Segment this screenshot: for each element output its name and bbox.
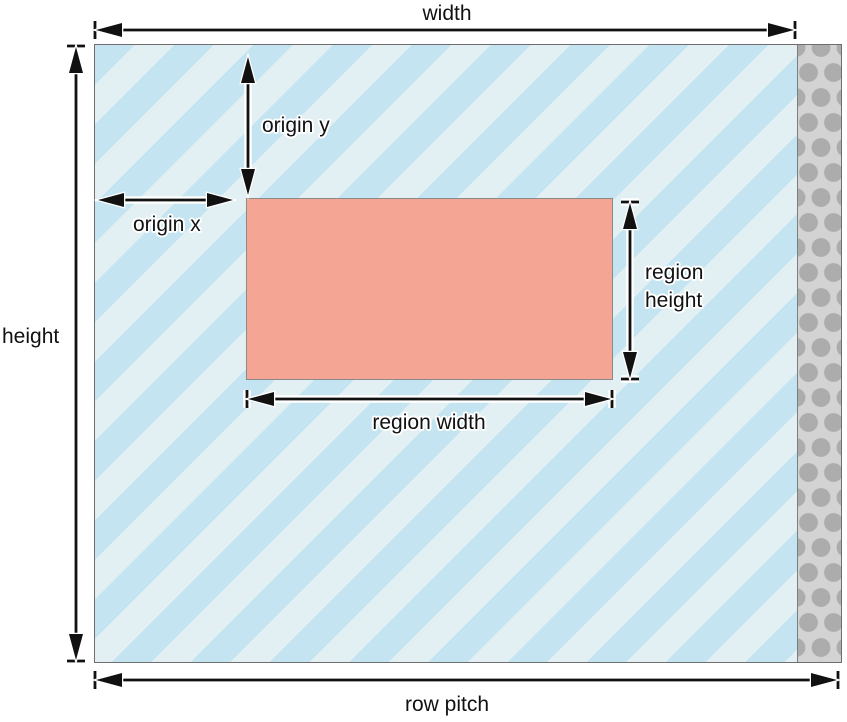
origin-y-dimension-arrow xyxy=(239,51,257,201)
region-rect xyxy=(246,198,613,380)
origin-x-dimension-arrow xyxy=(92,191,239,209)
height-dimension-arrow xyxy=(67,41,85,666)
region-height-label: region height xyxy=(645,261,704,312)
region-width-label: region width xyxy=(372,411,486,434)
region-height-dimension-arrow xyxy=(621,197,639,384)
height-label: height xyxy=(2,325,60,348)
row-pitch-dimension-arrow xyxy=(90,671,843,689)
region-width-dimension-arrow xyxy=(242,390,617,408)
image-buffer-area xyxy=(94,44,842,663)
width-label: width xyxy=(422,2,472,25)
origin-x-label: origin x xyxy=(133,213,201,236)
row-pitch-label: row pitch xyxy=(404,693,490,716)
row-padding-strip xyxy=(797,45,841,662)
origin-y-label: origin y xyxy=(262,114,330,137)
width-dimension-arrow xyxy=(90,21,800,39)
